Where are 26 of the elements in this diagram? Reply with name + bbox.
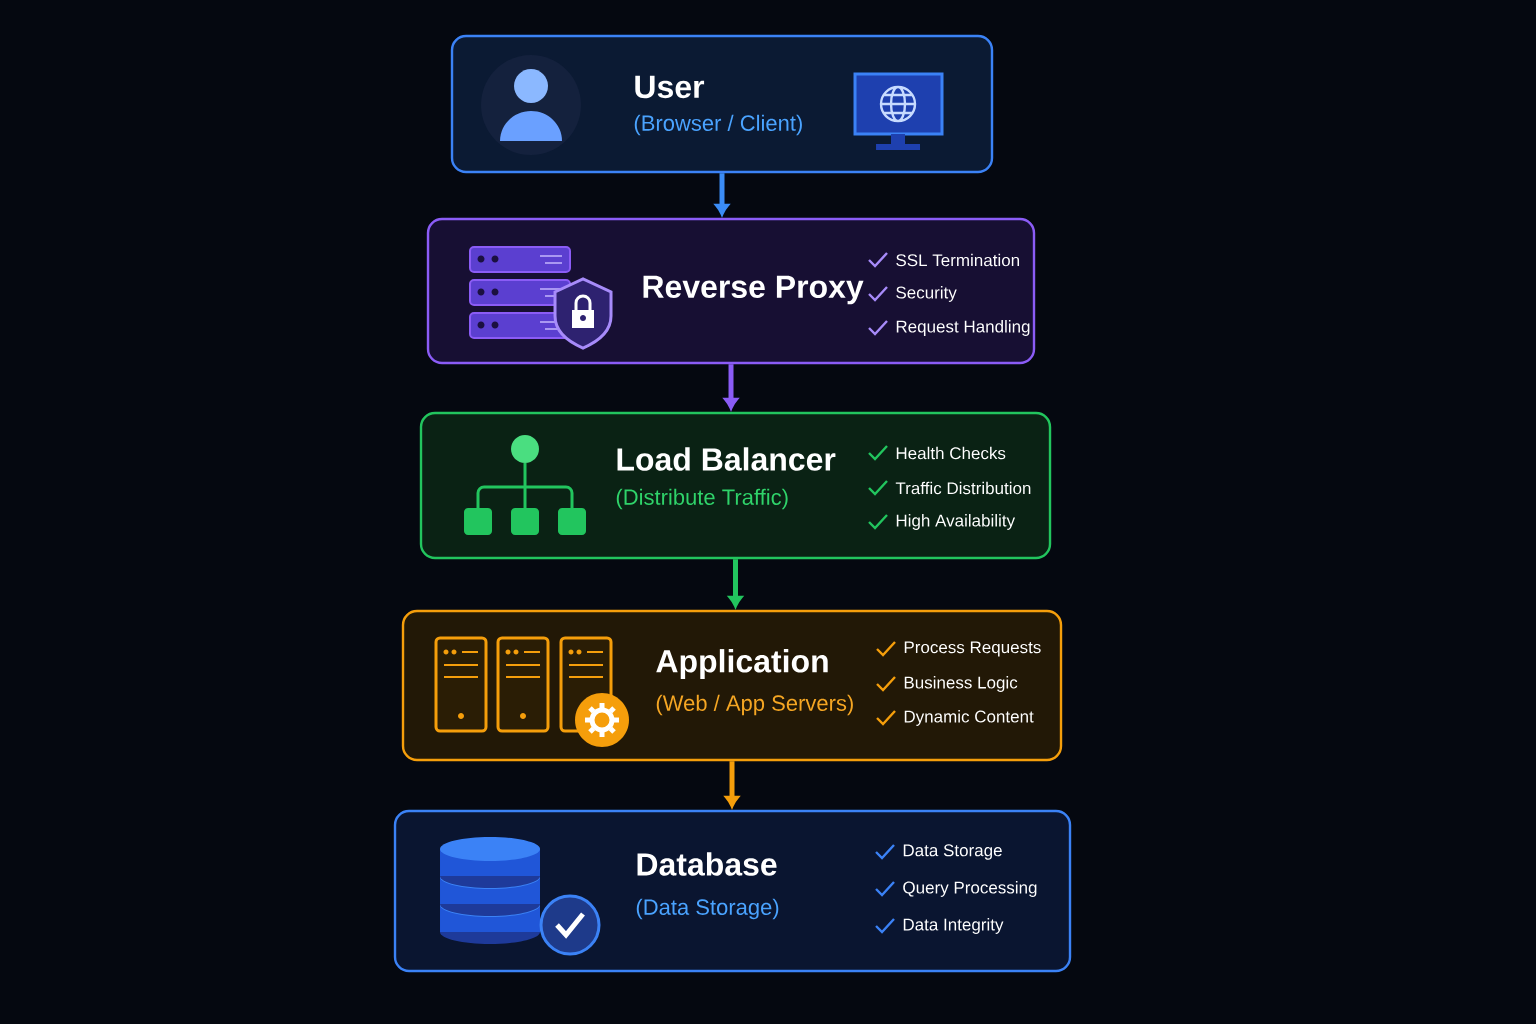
arrow [724, 364, 739, 410]
checklist-item: Request Handling [868, 320, 1030, 336]
box-title: Database [637, 852, 777, 876]
checklist-item: Security [868, 286, 957, 302]
checklist-item: SSL Termination [868, 252, 1019, 268]
box-subtitle: (Browser / Client) [634, 114, 802, 136]
box-title: Application [656, 649, 828, 679]
checklist-item: Health Checks [868, 445, 1006, 461]
checklist-item: Data Storage [875, 844, 1002, 860]
checklist-item: Data Integrity [875, 918, 1004, 934]
checklist-item: High Availability [868, 514, 1016, 530]
box-subtitle: (Web / App Servers) [656, 694, 853, 716]
checklist-item: Query Processing [875, 881, 1037, 897]
box-title: Reverse Proxy [643, 275, 864, 305]
box-title: Load Balancer [617, 447, 836, 471]
box-subtitle: (Distribute Traffic) [616, 488, 788, 510]
process-box [419, 411, 1052, 560]
arrow [728, 559, 743, 608]
arrow [715, 173, 730, 216]
box-title: User [635, 75, 705, 99]
checklist-item: Process Requests [876, 641, 1041, 657]
checklist-item: Dynamic Content [876, 710, 1034, 726]
box-subtitle: (Data Storage) [636, 898, 779, 920]
checklist-item: Traffic Distribution [868, 480, 1031, 496]
checklist-item: Business Logic [876, 676, 1018, 692]
arrow [725, 761, 740, 808]
